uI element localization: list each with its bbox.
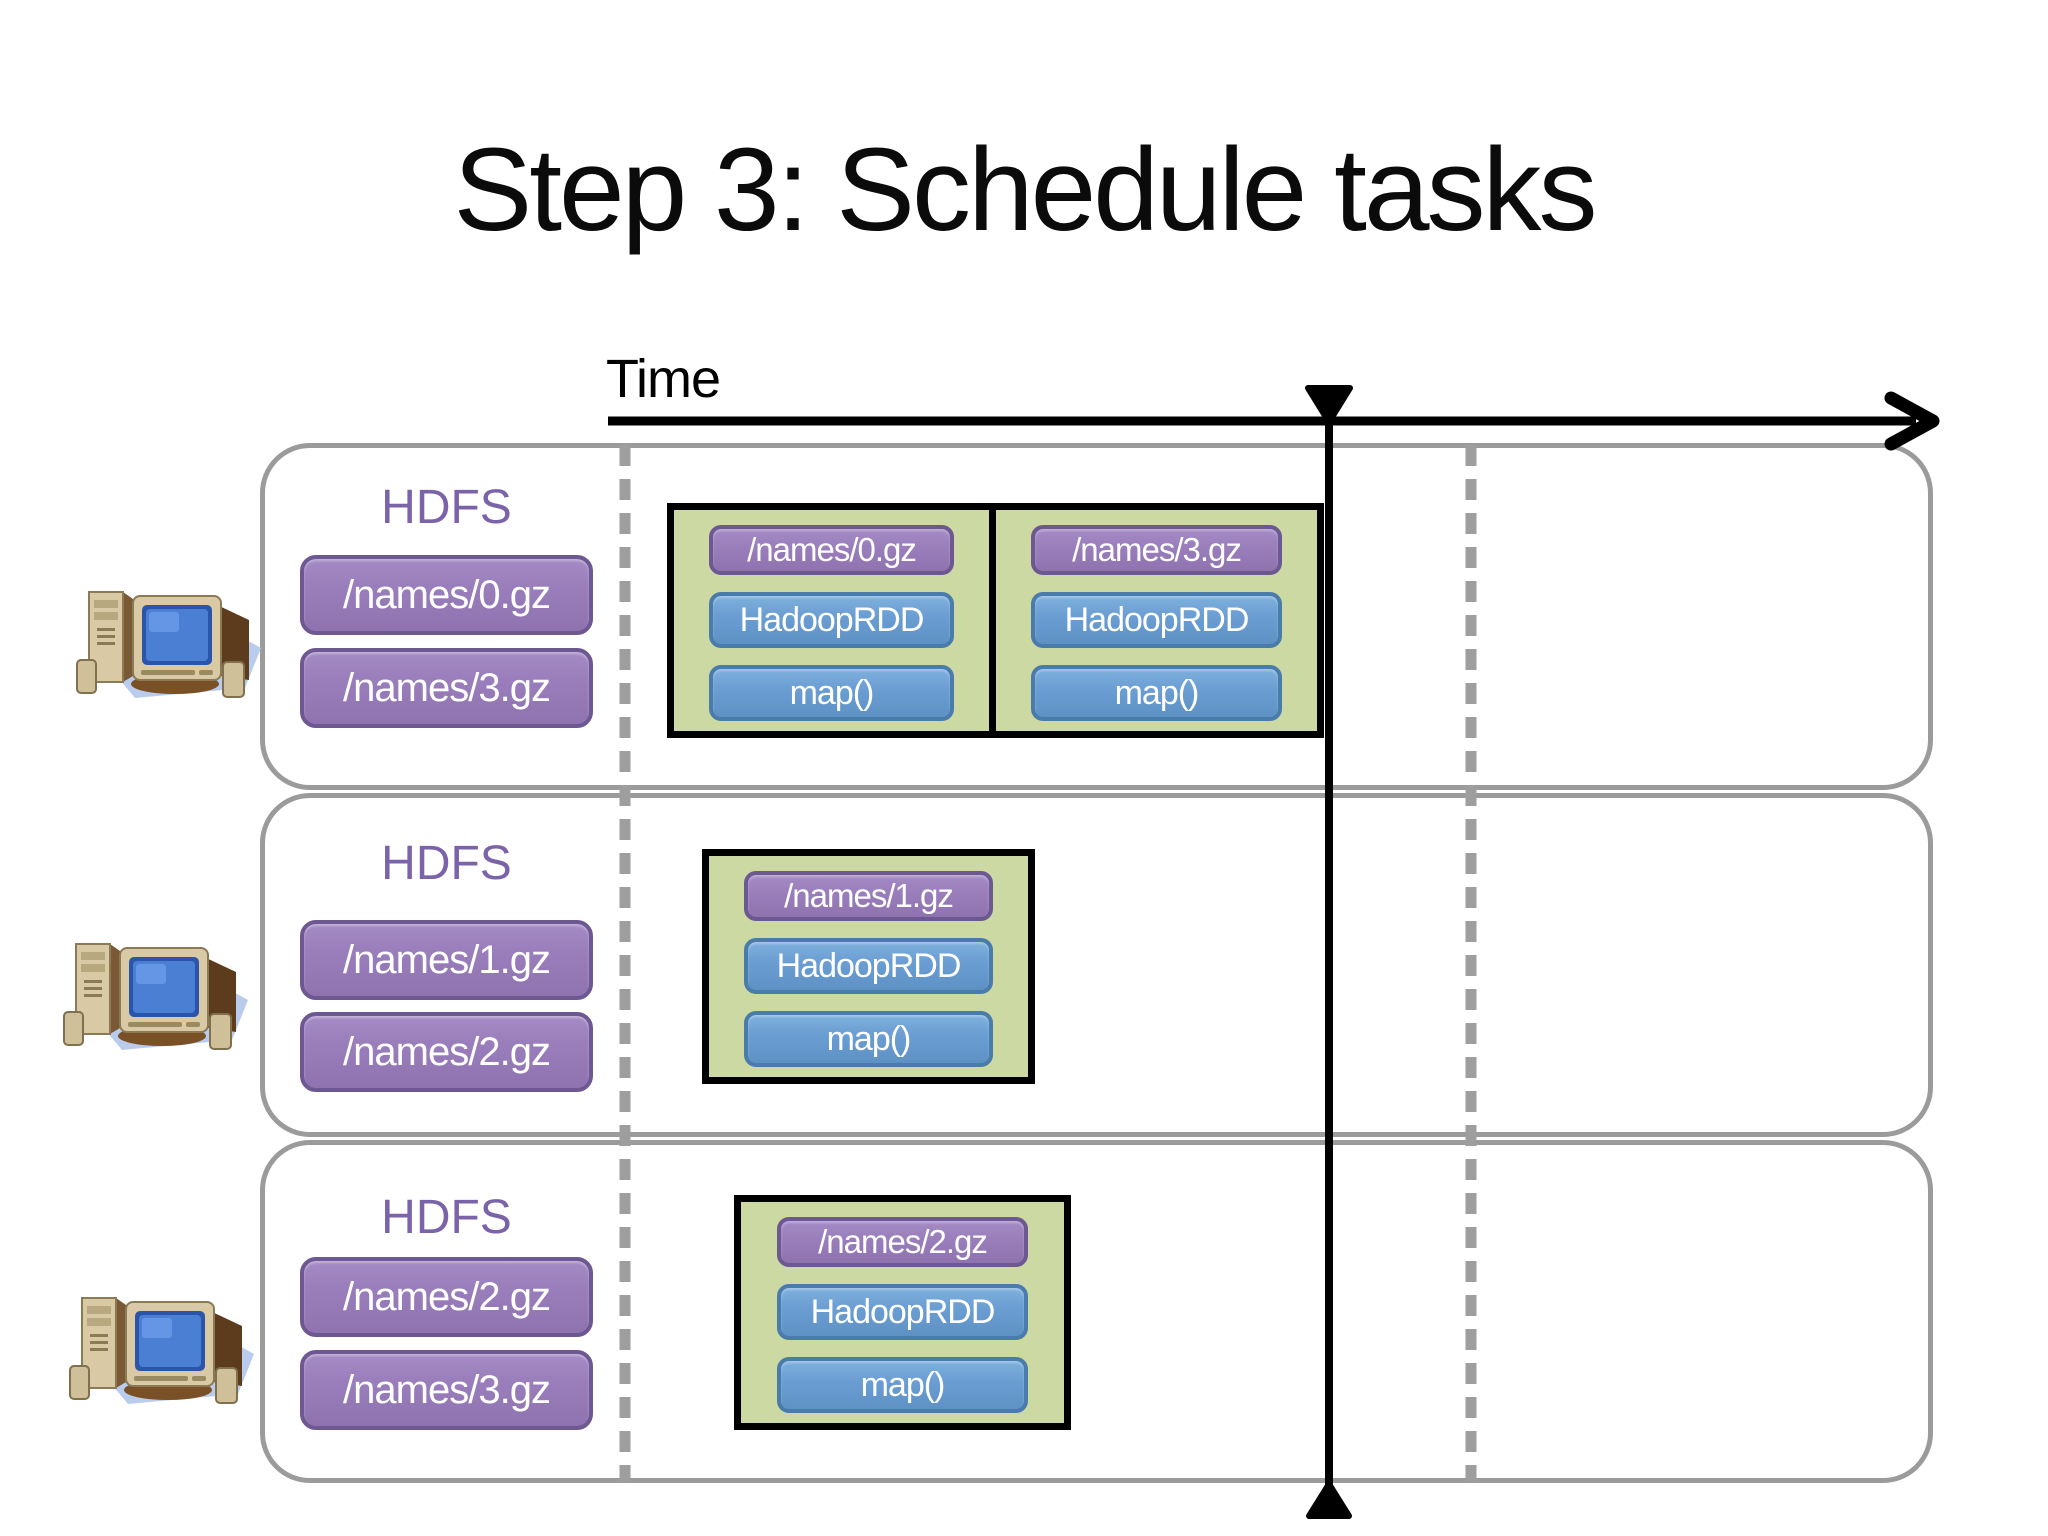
task-file-box: /names/0.gz <box>708 525 955 575</box>
hdfs-label: HDFS <box>381 481 512 534</box>
task-rdd-box: HadoopRDD <box>708 592 955 648</box>
hdfs-file-box: /names/0.gz <box>300 555 593 635</box>
task-op-box: map() <box>708 665 955 721</box>
task-file-box: /names/2.gz <box>776 1217 1029 1267</box>
hdfs-label: HDFS <box>381 1191 512 1244</box>
task-card: /names/3.gz HadoopRDD map() <box>989 503 1324 738</box>
task-card: /names/0.gz HadoopRDD map() <box>667 503 996 738</box>
hdfs-file-box: /names/3.gz <box>300 648 593 728</box>
time-axis-label: Time <box>606 349 721 409</box>
computer-icon <box>69 1297 255 1405</box>
hdfs-file-box: /names/1.gz <box>300 920 593 1000</box>
current-time-top-marker-icon <box>1305 385 1353 425</box>
task-group-lane-1: /names/0.gz HadoopRDD map() /names/3.gz … <box>667 503 1324 738</box>
page-title: Step 3: Schedule tasks <box>453 124 1598 256</box>
task-rdd-box: HadoopRDD <box>776 1284 1029 1340</box>
task-rdd-box: HadoopRDD <box>744 938 993 994</box>
computer-icon <box>63 943 249 1051</box>
hdfs-file-box: /names/2.gz <box>300 1012 593 1092</box>
task-file-box: /names/1.gz <box>744 871 993 921</box>
hdfs-file-box: /names/2.gz <box>300 1257 593 1337</box>
task-op-box: map() <box>1031 665 1282 721</box>
task-op-box: map() <box>744 1011 993 1067</box>
task-op-box: map() <box>776 1357 1029 1413</box>
current-time-bottom-marker-icon <box>1306 1481 1352 1519</box>
task-card: /names/2.gz HadoopRDD map() <box>734 1195 1071 1430</box>
time-axis-arrowhead-icon <box>1884 391 1940 451</box>
hdfs-file-box: /names/3.gz <box>300 1350 593 1430</box>
task-card: /names/1.gz HadoopRDD map() <box>702 849 1035 1084</box>
hdfs-label: HDFS <box>381 837 512 890</box>
task-file-box: /names/3.gz <box>1031 525 1282 575</box>
computer-icon <box>76 591 262 699</box>
task-rdd-box: HadoopRDD <box>1031 592 1282 648</box>
